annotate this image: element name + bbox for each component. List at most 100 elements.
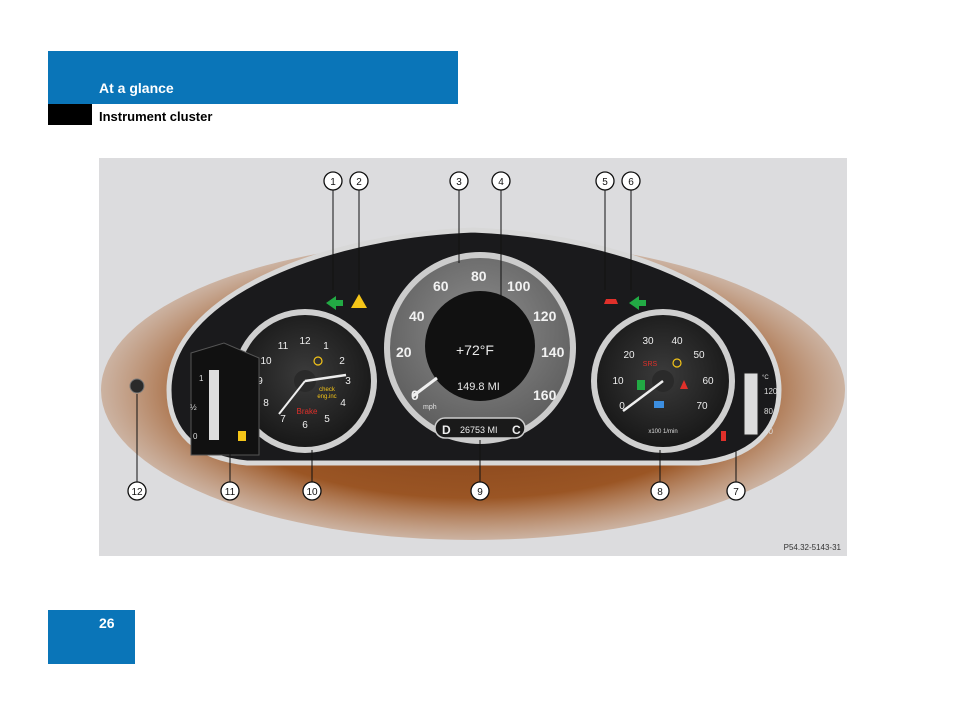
callout-7: 7: [733, 487, 739, 498]
check-engine-line2: eng.inc: [317, 394, 336, 400]
callout-5: 5: [602, 177, 608, 188]
callout-6: 6: [628, 177, 634, 188]
callout-circle-7: [726, 481, 746, 501]
tach-num-10: 10: [612, 376, 624, 387]
instrument-cluster-illustration: 0 20 40 60 80 100 120 140 160 mph +72°F …: [101, 171, 845, 540]
odo-right-label: C: [512, 423, 521, 437]
coolant-unit: °C: [762, 375, 769, 381]
clock-num-2: 2: [339, 356, 345, 367]
callout-8: 8: [657, 487, 663, 498]
speed-tick-20: 20: [396, 344, 412, 360]
speed-tick-80: 80: [471, 268, 487, 284]
fuel-label-empty: 0: [193, 432, 198, 441]
callout-1: 1: [330, 177, 336, 188]
clock-num-4: 4: [340, 398, 346, 409]
coolant-label-40: 40: [764, 427, 773, 436]
callout-circle-4: [491, 171, 511, 191]
coolant-label-80: 80: [764, 407, 773, 416]
speed-unit: mph: [423, 404, 437, 411]
callout-circle-3: [449, 171, 469, 191]
turn-signal-right-icon: [629, 296, 646, 310]
coolant-temp-icon: [721, 431, 726, 441]
section-title: At a glance: [99, 80, 174, 96]
callout-12: 12: [131, 487, 143, 498]
stability-icon: [637, 380, 645, 390]
figure-reference: P54.32-5143-31: [783, 543, 841, 552]
speed-tick-60: 60: [433, 278, 449, 294]
brake-warning: Brake: [297, 407, 318, 416]
odometer-display: [434, 417, 526, 439]
odometer-value: 26753 MI: [460, 425, 498, 435]
clock-num-11: 11: [278, 341, 289, 352]
speed-tick-120: 120: [533, 308, 557, 324]
clock-num-8: 8: [263, 398, 269, 409]
check-engine-line1: check: [319, 387, 336, 393]
speed-tick-140: 140: [541, 344, 565, 360]
clock-num-6: 6: [302, 420, 308, 431]
srs-warning: SRS: [643, 361, 658, 368]
tire-pressure-icon: [313, 356, 323, 366]
coolant-bar: [743, 372, 759, 436]
header-bar: [48, 51, 458, 104]
instrument-cluster-figure: 0 20 40 60 80 100 120 140 160 mph +72°F …: [99, 158, 847, 556]
speed-tick-160: 160: [533, 387, 557, 403]
callout-3: 3: [456, 177, 462, 188]
outside-temp-display: +72°F: [456, 342, 494, 358]
page-number-box: [48, 610, 135, 664]
page-number: 26: [99, 615, 115, 631]
speedometer-display: [425, 291, 535, 401]
callout-circle-5: [595, 171, 615, 191]
subsection-title: Instrument cluster: [99, 109, 213, 124]
callout-circle-8: [650, 481, 670, 501]
tach-num-60: 60: [702, 376, 714, 387]
callout-10: 10: [306, 487, 318, 498]
clock-num-5: 5: [324, 414, 330, 425]
tach-num-20: 20: [623, 350, 635, 361]
fuel-pump-icon: [238, 431, 246, 441]
clock-num-9: 9: [257, 376, 263, 387]
parking-brake-icon: [672, 358, 682, 368]
clock-num-3: 3: [345, 376, 351, 387]
distronic-warning-icon: [604, 299, 618, 304]
callout-4: 4: [498, 177, 504, 188]
callout-circle-10: [302, 481, 322, 501]
tach-num-50: 50: [693, 350, 705, 361]
fuel-label-full: 1: [199, 374, 204, 383]
speed-tick-40: 40: [409, 308, 425, 324]
callout-circle-9: [470, 481, 490, 501]
callout-11: 11: [225, 487, 236, 498]
callout-circle-6: [621, 171, 641, 191]
callout-circle-2: [349, 171, 369, 191]
fuel-bar: [209, 370, 219, 440]
tach-needle: [622, 380, 664, 412]
callout-circle-11: [220, 481, 240, 501]
reset-button-knob: [129, 378, 145, 394]
high-beam-icon: [654, 401, 664, 408]
callout-circle-12: [127, 481, 147, 501]
speed-needle: [412, 376, 438, 398]
tach-num-30: 30: [642, 336, 654, 347]
fuel-label-half: ½: [190, 403, 197, 412]
odo-left-label: D: [442, 423, 451, 437]
tach-unit: x100 1/min: [648, 429, 677, 435]
callout-9: 9: [477, 487, 483, 498]
warning-icon: [351, 294, 367, 308]
trip-display: 149.8 MI: [457, 381, 500, 393]
clock-num-10: 10: [260, 356, 272, 367]
coolant-label-120: 120: [764, 387, 778, 396]
clock-num-7: 7: [280, 414, 286, 425]
turn-signal-left-icon: [326, 296, 343, 310]
tach-num-70: 70: [696, 401, 708, 412]
section-marker: [48, 104, 92, 125]
clock-hand-minute: [278, 380, 306, 415]
callout-2: 2: [356, 177, 362, 188]
tach-num-0: 0: [619, 401, 625, 412]
clock-hand-hour: [304, 373, 347, 383]
tach-num-40: 40: [671, 336, 683, 347]
callout-circle-1: [323, 171, 343, 191]
clock-num-12: 12: [299, 336, 311, 347]
clock-num-1: 1: [323, 341, 329, 352]
seatbelt-icon: [680, 380, 688, 389]
speed-tick-100: 100: [507, 278, 531, 294]
fuel-gauge-panel: [190, 342, 260, 456]
